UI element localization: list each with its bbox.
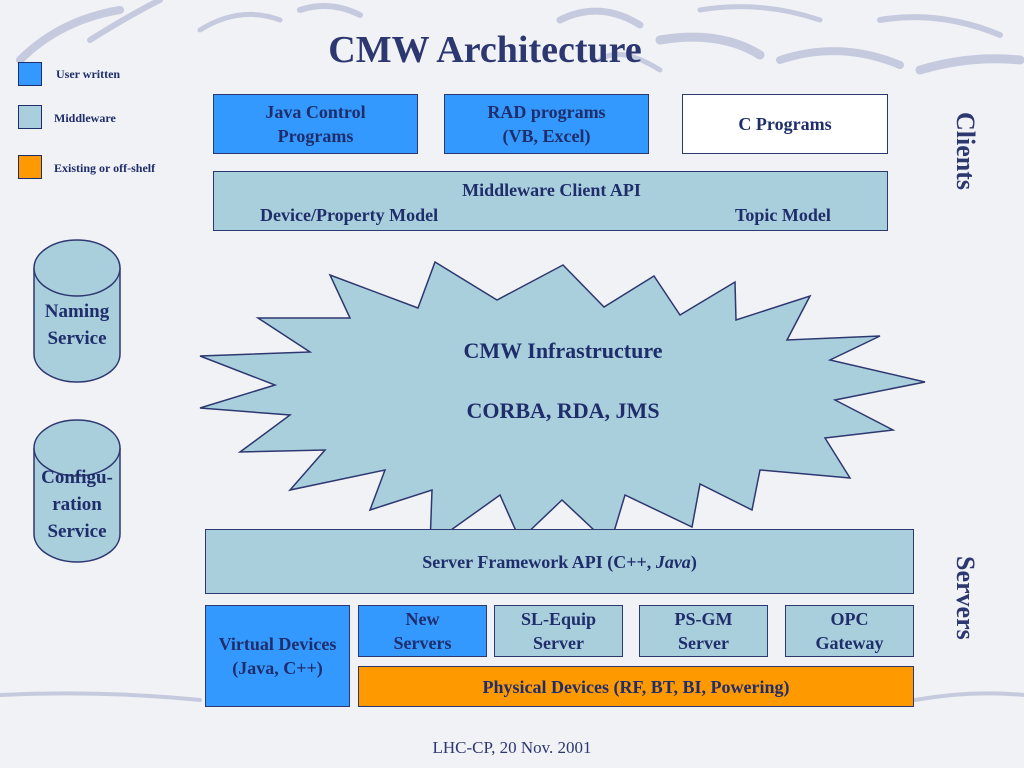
servers-side-label: Servers (951, 556, 980, 640)
naming-service-label: Naming Service (32, 298, 122, 352)
config-line-1: Configu- (41, 467, 113, 488)
server-framework-api-box: Server Framework API (C++, Java ) (205, 529, 914, 594)
configuration-service-label: Configu- ration Service (30, 464, 124, 545)
opc-line-2: Gateway (815, 633, 884, 653)
infrastructure-title: CMW Infrastructure (463, 338, 663, 363)
java-line-1: Java Control (265, 102, 366, 122)
new-line-1: New (405, 609, 440, 629)
device-property-model-label: Device/Property Model (260, 205, 439, 225)
rad-line-1: RAD programs (487, 102, 606, 122)
psgm-line-2: Server (678, 633, 729, 653)
middleware-client-api-box: Middleware Client API Device/Property Mo… (213, 171, 888, 231)
slequip-line-1: SL-Equip (520, 609, 597, 629)
c-programs-box: C Programs (682, 94, 888, 154)
naming-line-2: Service (47, 328, 107, 349)
legend-label-middleware: Middleware (54, 111, 116, 125)
slequip-line-2: Server (533, 633, 584, 653)
config-line-2: ration (52, 494, 102, 515)
topic-model-label: Topic Model (735, 205, 831, 225)
opc-gateway-box: OPC Gateway (785, 605, 914, 657)
naming-line-1: Naming (44, 301, 110, 322)
c-programs-label: C Programs (738, 114, 832, 134)
virtual-devices-box: Virtual Devices (Java, C++) (205, 605, 350, 707)
ps-gm-server-box: PS-GM Server (639, 605, 768, 657)
java-control-programs-box: Java Control Programs (213, 94, 418, 154)
sl-equip-server-box: SL-Equip Server (494, 605, 623, 657)
infrastructure-protocols: CORBA, RDA, JMS (466, 398, 660, 423)
clients-side-label: Clients (951, 112, 980, 190)
rad-line-2: (VB, Excel) (502, 126, 591, 146)
opc-line-1: OPC (830, 609, 869, 629)
page-title: CMW Architecture (328, 29, 642, 71)
physical-devices-box: Physical Devices (RF, BT, BI, Powering) (358, 666, 914, 707)
psgm-line-1: PS-GM (674, 609, 733, 629)
framework-text: Server Framework API (C++, (422, 551, 656, 572)
new-line-2: Servers (393, 633, 452, 653)
legend-swatch-middleware (18, 105, 42, 129)
new-servers-box: New Servers (358, 605, 487, 657)
legend-swatch-off-shelf (18, 155, 42, 179)
config-line-3: Service (47, 521, 107, 542)
legend-label-off-shelf: Existing or off-shelf (54, 161, 156, 175)
java-line-2: Programs (277, 126, 354, 146)
framework-close: ) (690, 551, 697, 572)
legend-label-user-written: User written (56, 67, 121, 81)
naming-service-cylinder (33, 239, 121, 383)
virtual-line-1: Virtual Devices (218, 634, 337, 654)
virtual-line-2: (Java, C++) (232, 658, 323, 678)
rad-programs-box: RAD programs (VB, Excel) (444, 94, 649, 154)
physical-devices-label: Physical Devices (RF, BT, BI, Powering) (482, 676, 790, 697)
client-api-title: Middleware Client API (462, 180, 641, 200)
configuration-service-cylinder (33, 419, 121, 563)
framework-java: Java (655, 551, 691, 572)
footer-text: LHC-CP, 20 Nov. 2001 (432, 738, 592, 757)
legend-swatch-user-written (18, 62, 42, 86)
